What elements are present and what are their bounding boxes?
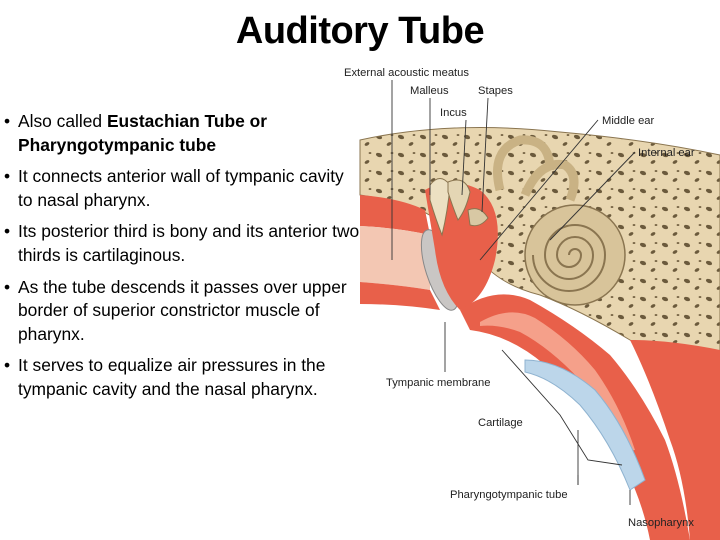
cochlea xyxy=(524,204,626,306)
label-external-acoustic-meatus: External acoustic meatus xyxy=(344,67,469,79)
bullet-text: It serves to equalize air pressures in t… xyxy=(18,355,326,399)
bullet-item: • Its posterior third is bony and its an… xyxy=(4,220,360,267)
bullet-dot-icon: • xyxy=(4,166,11,187)
bullet-text: As the tube descends it passes over uppe… xyxy=(18,276,347,344)
bullet-text: Also called xyxy=(18,111,107,131)
meatus-wall xyxy=(360,195,430,235)
malleus-shape xyxy=(429,178,451,237)
bullet-text: It connects anterior wall of tympanic ca… xyxy=(18,166,344,210)
bullet-text: Its posterior third is bony and its ante… xyxy=(18,221,360,265)
bullet-item: • It connects anterior wall of tympanic … xyxy=(4,165,360,212)
bullet-item: • As the tube descends it passes over up… xyxy=(4,276,360,347)
bullet-item: • Also called Eustachian Tube or Pharyng… xyxy=(4,110,360,157)
label-nasopharynx: Nasopharynx xyxy=(628,517,694,529)
meatus-canal xyxy=(360,226,430,290)
label-middle-ear: Middle ear xyxy=(602,115,655,127)
label-internal-ear: Internal ear xyxy=(638,147,695,159)
bullet-dot-icon: • xyxy=(4,276,11,297)
label-incus: Incus xyxy=(440,107,467,119)
label-tympanic-membrane: Tympanic membrane xyxy=(386,377,490,389)
label-cartilage: Cartilage xyxy=(478,417,523,429)
bullet-list: • Also called Eustachian Tube or Pharyng… xyxy=(4,110,360,410)
label-stapes: Stapes xyxy=(478,85,513,97)
leader-lines xyxy=(391,80,636,505)
slide-title: Auditory Tube xyxy=(235,10,485,52)
stapes-shape xyxy=(467,208,489,227)
bullet-dot-icon: • xyxy=(4,221,11,242)
bullet-item: • It serves to equalize air pressures in… xyxy=(4,354,360,401)
bullet-bold-text: Eustachian Tube or Pharyngotympanic tube xyxy=(18,111,268,155)
nasopharynx-wall xyxy=(630,340,720,540)
label-pharyngotympanic-tube: Pharyngotympanic tube xyxy=(450,489,568,501)
semicircular-canals xyxy=(493,135,579,202)
bullet-dot-icon: • xyxy=(4,111,11,131)
bullet-dot-icon: • xyxy=(4,355,11,376)
label-malleus: Malleus xyxy=(410,85,449,97)
meatus-lower-wall xyxy=(360,282,440,310)
ear-anatomy-illustration: External acoustic meatus Malleus Stapes … xyxy=(344,67,720,540)
cartilage-shape xyxy=(524,359,646,491)
